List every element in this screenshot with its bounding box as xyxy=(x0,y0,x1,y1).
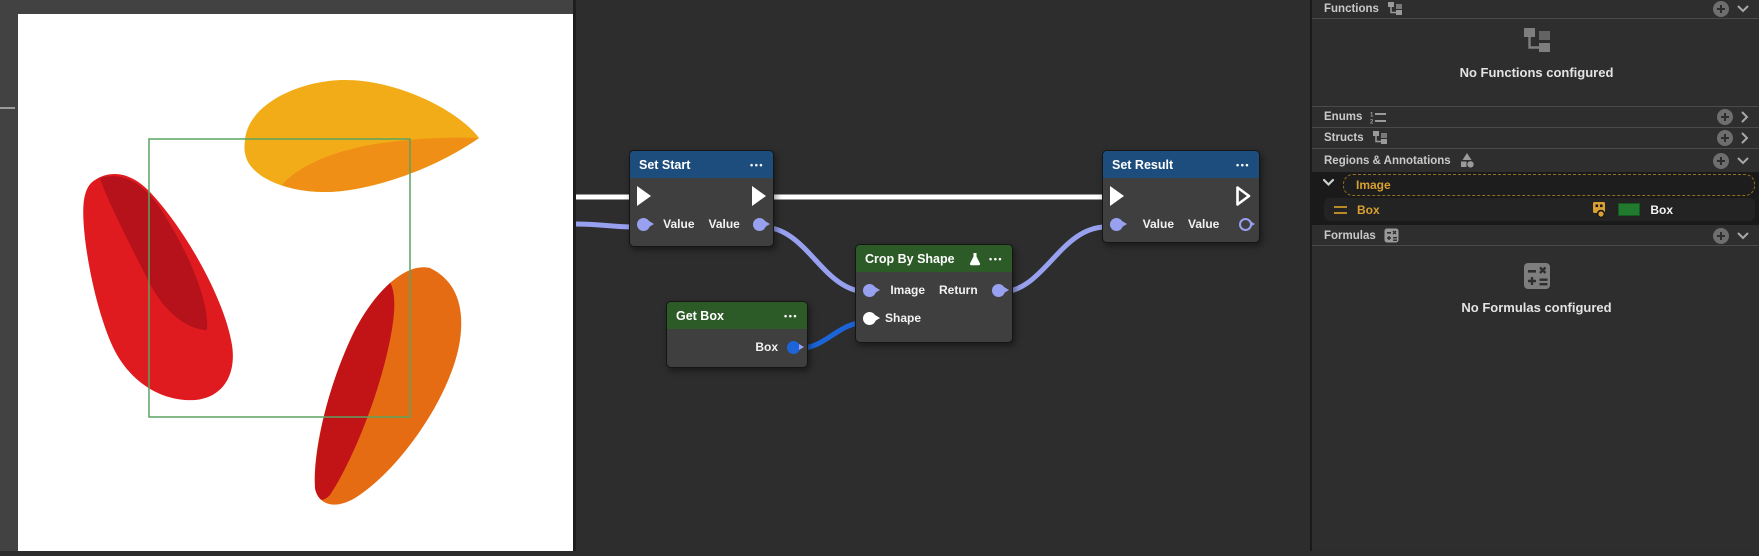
exec-in-pin[interactable] xyxy=(637,186,651,206)
section-regions[interactable]: Regions & Annotations xyxy=(1312,149,1759,172)
value-in-pin[interactable] xyxy=(1110,217,1127,231)
wire-return-to-result[interactable] xyxy=(998,224,1109,295)
section-structs[interactable]: Structs xyxy=(1312,128,1759,148)
section-formulas[interactable]: Formulas xyxy=(1312,226,1759,245)
node-menu-button[interactable]: ••• xyxy=(750,159,764,170)
node-set-result[interactable]: Set Result ••• Value Value xyxy=(1102,150,1260,243)
node-header[interactable]: Set Result ••• xyxy=(1103,151,1259,178)
box-out-label: Box xyxy=(755,340,778,354)
blob-red-shade xyxy=(100,176,208,330)
region-group-image[interactable]: Image xyxy=(1343,174,1755,196)
add-struct-button[interactable] xyxy=(1717,130,1733,146)
regions-list: Image Box Box xyxy=(1312,172,1759,225)
value-in-label: Value xyxy=(1142,217,1174,231)
section-functions[interactable]: Functions xyxy=(1312,0,1759,18)
return-out-label: Return xyxy=(939,283,978,297)
node-set-start[interactable]: Set Start ••• Value Value xyxy=(629,150,774,247)
blob-orange-shade xyxy=(314,272,395,500)
flask-icon xyxy=(969,252,981,265)
functions-label: Functions xyxy=(1324,3,1379,15)
image-preview-stage[interactable] xyxy=(18,14,573,551)
value-out-pin[interactable] xyxy=(753,217,770,231)
node-header[interactable]: Get Box ••• xyxy=(667,302,807,329)
chevron-right-icon[interactable] xyxy=(1741,111,1749,123)
formulas-empty-text: No Formulas configured xyxy=(1461,300,1612,315)
node-title: Set Start xyxy=(639,157,691,172)
value-out-label: Value xyxy=(708,217,740,231)
value-in-label: Value xyxy=(663,217,695,231)
add-function-button[interactable] xyxy=(1713,1,1729,17)
formulas-empty-state: No Formulas configured xyxy=(1312,262,1759,315)
section-enums[interactable]: Enums 1 2 xyxy=(1312,107,1759,127)
structs-label: Structs xyxy=(1324,132,1364,144)
svg-text:2: 2 xyxy=(1370,119,1374,124)
region-box-annotation[interactable] xyxy=(148,138,411,418)
value-out-label: Value xyxy=(1188,217,1220,231)
node-header[interactable]: Set Start ••• xyxy=(630,151,773,178)
calculator-icon xyxy=(1384,228,1399,243)
enums-label: Enums xyxy=(1324,111,1363,123)
preview-image xyxy=(83,80,479,505)
hierarchy-icon-large xyxy=(1523,28,1550,52)
shape-in-pin[interactable] xyxy=(863,311,880,325)
region-item-label: Box xyxy=(1357,202,1380,217)
node-title: Get Box xyxy=(676,308,724,323)
hierarchy-icon xyxy=(1372,131,1387,144)
region-color-swatch xyxy=(1618,203,1641,216)
exec-out-pin[interactable] xyxy=(752,186,766,206)
chevron-down-icon[interactable] xyxy=(1322,178,1335,187)
node-graph-canvas[interactable]: Set Start ••• Value Value Get Box ••• xyxy=(573,0,1310,551)
region-badge-label: Box xyxy=(1650,202,1673,217)
shapes-icon xyxy=(1460,153,1474,168)
formulas-label: Formulas xyxy=(1324,229,1376,242)
wire-value-in[interactable] xyxy=(576,221,637,230)
node-crop-by-shape[interactable]: Crop By Shape ••• Image Return Shape xyxy=(855,244,1013,343)
node-title: Crop By Shape xyxy=(865,251,955,266)
image-in-label: Image xyxy=(890,283,925,297)
regions-label: Regions & Annotations xyxy=(1324,154,1451,167)
region-link-icon xyxy=(1593,201,1606,218)
functions-empty-text: No Functions configured xyxy=(1459,65,1614,80)
value-in-pin[interactable] xyxy=(637,217,654,231)
exec-out-pin[interactable] xyxy=(1235,185,1252,207)
svg-text:1: 1 xyxy=(1370,112,1374,118)
chevron-down-icon[interactable] xyxy=(1737,232,1749,240)
box-out-pin[interactable] xyxy=(787,340,804,354)
calculator-icon-large xyxy=(1523,263,1550,289)
node-menu-button[interactable]: ••• xyxy=(784,310,798,321)
exec-in-pin[interactable] xyxy=(1110,186,1124,206)
chevron-down-icon[interactable] xyxy=(1737,157,1749,165)
node-title: Set Result xyxy=(1112,157,1174,172)
add-enum-button[interactable] xyxy=(1717,109,1733,125)
node-header[interactable]: Crop By Shape ••• xyxy=(856,245,1012,272)
image-in-pin[interactable] xyxy=(863,283,880,297)
splitter-handle[interactable] xyxy=(0,107,15,109)
chevron-down-icon[interactable] xyxy=(1737,5,1749,13)
add-region-button[interactable] xyxy=(1713,152,1729,169)
wire-value-to-crop[interactable] xyxy=(759,224,871,295)
value-out-pin[interactable] xyxy=(1239,217,1255,231)
node-menu-button[interactable]: ••• xyxy=(1236,159,1250,170)
drag-handle-icon[interactable] xyxy=(1334,205,1347,214)
left-dock-strip xyxy=(0,0,573,551)
numbered-list-icon: 1 2 xyxy=(1370,112,1387,124)
node-menu-button[interactable]: ••• xyxy=(989,253,1003,264)
definitions-panel: Functions No Functions configured Enums … xyxy=(1310,0,1759,551)
hierarchy-icon xyxy=(1387,2,1402,15)
functions-empty-state: No Functions configured xyxy=(1312,28,1759,80)
node-get-box[interactable]: Get Box ••• Box xyxy=(666,301,808,368)
chevron-right-icon[interactable] xyxy=(1741,132,1749,144)
region-group-label: Image xyxy=(1356,178,1391,192)
blob-yellow-shade xyxy=(282,137,479,193)
shape-in-label: Shape xyxy=(885,311,922,325)
add-formula-button[interactable] xyxy=(1713,227,1729,244)
return-out-pin[interactable] xyxy=(992,283,1009,297)
region-item-box[interactable]: Box Box xyxy=(1324,198,1755,221)
